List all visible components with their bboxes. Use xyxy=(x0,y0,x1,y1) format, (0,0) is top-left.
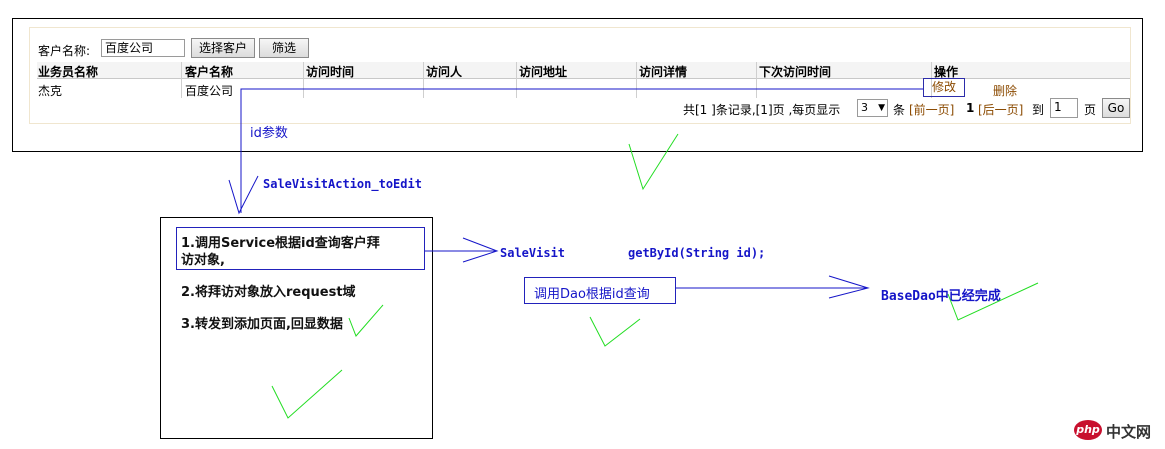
th-salesperson: 业务员名称 xyxy=(38,65,99,79)
select-customer-button[interactable]: 选择客户 xyxy=(191,38,255,58)
th-customer: 客户名称 xyxy=(185,65,234,79)
th-visit-address: 访问地址 xyxy=(519,65,568,79)
filter-button[interactable]: 筛选 xyxy=(259,38,309,58)
goto-page-input[interactable]: 1 xyxy=(1050,98,1078,118)
basedao-arrow-head xyxy=(828,275,870,299)
chevron-down-icon: ▼ xyxy=(878,103,885,113)
th-visit-detail: 访问详情 xyxy=(639,65,688,79)
check-mark-icon xyxy=(589,316,641,347)
col-divider xyxy=(516,62,517,98)
action-name-label: SaleVisitAction_toEdit xyxy=(263,177,422,191)
step1-line2: 访对象, xyxy=(181,253,225,268)
step1-line1: 1.调用Service根据id查询客户拜 xyxy=(181,236,380,251)
th-visitor: 访问人 xyxy=(426,65,463,79)
page-size-select[interactable]: 3 ▼ xyxy=(857,99,888,117)
watermark-text: 中文网 xyxy=(1106,423,1152,441)
th-next-visit-time: 下次访问时间 xyxy=(759,65,832,79)
current-page: 1 xyxy=(966,101,975,115)
page-size-value: 3 xyxy=(861,101,868,114)
dao-query-box: 调用Dao根据id查询 xyxy=(524,277,676,304)
service-class-label: SaleVisit xyxy=(500,246,566,260)
cell-salesperson: 杰克 xyxy=(38,84,63,98)
th-operation: 操作 xyxy=(934,65,959,79)
base-dao-label: BaseDao中已经完成 xyxy=(881,285,1001,304)
delete-link[interactable]: 删除 xyxy=(993,84,1018,98)
go-button[interactable]: Go xyxy=(1102,98,1130,118)
process-steps-box xyxy=(160,217,433,439)
step2-text: 2.将拜访对象放入request域 xyxy=(181,285,356,300)
step1-highlight-box xyxy=(176,227,425,270)
id-param-label: id参数 xyxy=(250,126,288,141)
col-divider xyxy=(636,62,637,98)
service-arrow-head xyxy=(462,237,499,263)
col-divider xyxy=(931,62,932,98)
col-divider xyxy=(756,62,757,98)
customer-name-label: 客户名称: xyxy=(38,44,91,58)
page-size-unit: 条 xyxy=(893,103,906,117)
action-arrow-head xyxy=(228,175,259,215)
pagination-summary: 共[1 ]条记录,[1]页 ,每页显示 xyxy=(683,103,841,117)
col-divider xyxy=(181,62,182,98)
php-logo-icon: php xyxy=(1074,420,1102,440)
goto-label: 到 xyxy=(1032,103,1045,117)
page-label: 页 xyxy=(1084,103,1097,117)
edit-link[interactable]: 修改 xyxy=(923,78,965,97)
step3-text: 3.转发到添加页面,回显数据 xyxy=(181,317,343,332)
service-method-label: getById(String id); xyxy=(628,246,766,260)
prev-page-link[interactable]: [前一页] xyxy=(909,103,955,117)
cell-customer: 百度公司 xyxy=(185,84,234,98)
customer-name-input[interactable]: 百度公司 xyxy=(101,39,185,57)
base-dao-text: BaseDao中已经完成 xyxy=(881,289,1001,304)
next-page-link[interactable]: [后一页] xyxy=(978,103,1024,117)
col-divider xyxy=(423,62,424,98)
col-divider xyxy=(303,62,304,98)
th-visit-time: 访问时间 xyxy=(306,65,355,79)
dao-query-text: 调用Dao根据id查询 xyxy=(534,287,650,302)
table-header-row xyxy=(37,62,1130,79)
